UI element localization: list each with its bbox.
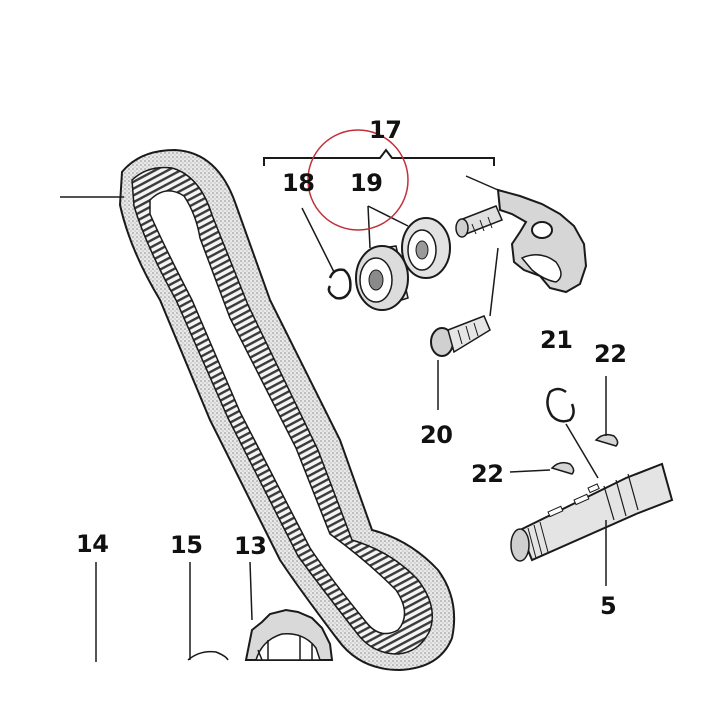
callout-20: 20	[420, 421, 453, 449]
washer-part	[187, 650, 229, 661]
group-bracket	[263, 148, 495, 166]
callout-19: 19	[350, 169, 383, 197]
snap-ring	[327, 268, 352, 300]
callout-21: 21	[540, 326, 573, 354]
callout-17: 17	[369, 116, 402, 144]
shaft	[510, 462, 674, 562]
idler-pulley	[355, 217, 451, 311]
callout-15: 15	[170, 531, 203, 559]
leader-lines	[60, 175, 607, 662]
retaining-clip	[546, 387, 575, 423]
mounting-bolt	[430, 315, 491, 357]
callout-18: 18	[282, 169, 315, 197]
callout-22-lower: 22	[471, 460, 504, 488]
pivot-bolt	[455, 205, 503, 238]
callout-14: 14	[76, 530, 109, 558]
timing-belt	[118, 148, 456, 672]
callout-5: 5	[600, 592, 617, 620]
callout-22-upper: 22	[594, 340, 627, 368]
highlight-circle	[307, 129, 409, 231]
tensioner-bracket	[496, 188, 588, 294]
sprocket	[244, 608, 334, 661]
callout-13: 13	[234, 532, 267, 560]
woodruff-keys	[550, 433, 619, 475]
